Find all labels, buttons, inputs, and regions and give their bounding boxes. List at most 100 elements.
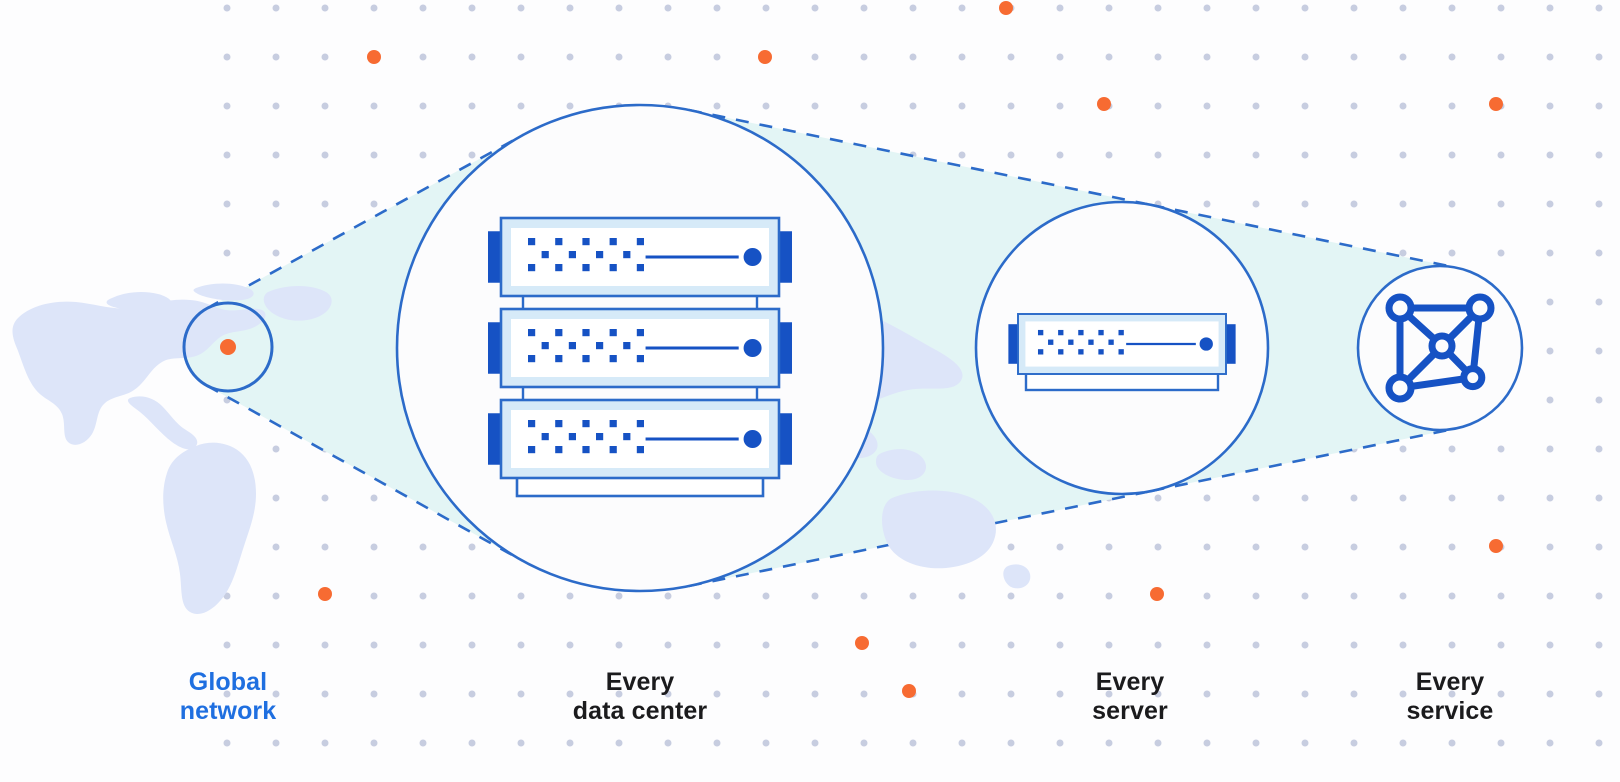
accent-dot bbox=[367, 50, 381, 64]
grid-dot bbox=[1252, 102, 1260, 110]
grid-dot bbox=[321, 4, 329, 12]
grid-dot bbox=[664, 690, 672, 698]
rack-status-led-icon bbox=[743, 430, 762, 448]
led-square bbox=[609, 264, 617, 272]
grid-dot bbox=[1056, 4, 1064, 12]
grid-dot bbox=[664, 53, 672, 61]
grid-dot bbox=[860, 4, 868, 12]
grid-dot bbox=[1546, 739, 1554, 747]
grid-dot bbox=[1301, 592, 1309, 600]
grid-dot bbox=[713, 53, 721, 61]
grid-dot bbox=[1546, 249, 1554, 257]
grid-dot bbox=[1497, 739, 1505, 747]
grid-dot bbox=[1497, 200, 1505, 208]
grid-dot bbox=[1448, 641, 1456, 649]
grid-dot bbox=[713, 641, 721, 649]
grid-dot bbox=[1203, 641, 1211, 649]
grid-dot bbox=[370, 641, 378, 649]
grid-dot bbox=[1546, 4, 1554, 12]
grid-dot bbox=[370, 690, 378, 698]
grid-dot bbox=[958, 592, 966, 600]
grid-dot bbox=[1154, 102, 1162, 110]
grid-dot bbox=[1350, 102, 1358, 110]
grid-dot bbox=[1546, 151, 1554, 159]
grid-dot bbox=[1595, 445, 1603, 453]
grid-dot bbox=[1399, 543, 1407, 551]
led-square bbox=[568, 251, 576, 259]
grid-dot bbox=[223, 690, 231, 698]
accent-dot bbox=[1097, 97, 1111, 111]
funnel-guide-line bbox=[206, 133, 524, 310]
grid-dot bbox=[1007, 53, 1015, 61]
led-square bbox=[596, 433, 604, 441]
grid-dot bbox=[1497, 690, 1505, 698]
grid-dot bbox=[321, 739, 329, 747]
grid-dot bbox=[321, 494, 329, 502]
grid-dot bbox=[1595, 396, 1603, 404]
grid-dot bbox=[811, 739, 819, 747]
grid-dot bbox=[1154, 690, 1162, 698]
grid-dot bbox=[1301, 690, 1309, 698]
grid-dot bbox=[272, 445, 280, 453]
rack-status-led-icon bbox=[743, 248, 762, 266]
grid-dot bbox=[1448, 102, 1456, 110]
grid-dot bbox=[1448, 53, 1456, 61]
grid-dot bbox=[1154, 4, 1162, 12]
grid-dot bbox=[1595, 151, 1603, 159]
grid-dot bbox=[1203, 543, 1211, 551]
grid-dot bbox=[1252, 641, 1260, 649]
grid-dot bbox=[1301, 53, 1309, 61]
led-square bbox=[623, 433, 631, 441]
grid-dot bbox=[811, 53, 819, 61]
grid-dot bbox=[419, 102, 427, 110]
grid-dot bbox=[762, 739, 770, 747]
grid-dot bbox=[566, 641, 574, 649]
stage-icons bbox=[488, 216, 1495, 498]
grid-dot bbox=[272, 739, 280, 747]
grid-dot bbox=[223, 739, 231, 747]
grid-dot bbox=[1448, 494, 1456, 502]
led-square bbox=[609, 446, 617, 454]
led-square bbox=[1058, 329, 1064, 336]
led-square bbox=[623, 342, 631, 350]
grid-dot bbox=[272, 200, 280, 208]
grid-dot bbox=[1497, 641, 1505, 649]
grid-dot bbox=[1595, 249, 1603, 257]
grid-dot bbox=[713, 739, 721, 747]
led-square bbox=[609, 420, 617, 428]
grid-dot bbox=[762, 690, 770, 698]
grid-dot bbox=[1007, 543, 1015, 551]
grid-dot bbox=[1350, 200, 1358, 208]
led-square bbox=[636, 264, 644, 272]
grid-dot bbox=[321, 102, 329, 110]
grid-dot bbox=[615, 53, 623, 61]
grid-dot bbox=[615, 690, 623, 698]
grid-dot bbox=[1105, 4, 1113, 12]
led-square bbox=[555, 329, 563, 337]
grid-dot bbox=[321, 200, 329, 208]
grid-dot bbox=[1252, 4, 1260, 12]
grid-dot bbox=[1546, 298, 1554, 306]
grid-dot bbox=[272, 690, 280, 698]
led-square bbox=[596, 342, 604, 350]
led-square bbox=[596, 251, 604, 259]
grid-dot bbox=[370, 543, 378, 551]
led-square bbox=[568, 433, 576, 441]
grid-dot bbox=[1154, 739, 1162, 747]
grid-dot bbox=[1154, 494, 1162, 502]
grid-dot bbox=[1595, 200, 1603, 208]
grid-dot bbox=[909, 4, 917, 12]
grid-dot bbox=[1497, 445, 1505, 453]
led-square bbox=[636, 329, 644, 337]
grid-dot bbox=[1546, 543, 1554, 551]
grid-dot bbox=[1252, 690, 1260, 698]
grid-dot bbox=[713, 102, 721, 110]
grid-dot bbox=[272, 249, 280, 257]
led-square bbox=[582, 329, 590, 337]
grid-dot bbox=[860, 102, 868, 110]
grid-dot bbox=[1350, 4, 1358, 12]
led-square bbox=[1037, 349, 1044, 355]
grid-dot bbox=[223, 249, 231, 257]
grid-dot bbox=[1399, 739, 1407, 747]
grid-dot bbox=[223, 4, 231, 12]
